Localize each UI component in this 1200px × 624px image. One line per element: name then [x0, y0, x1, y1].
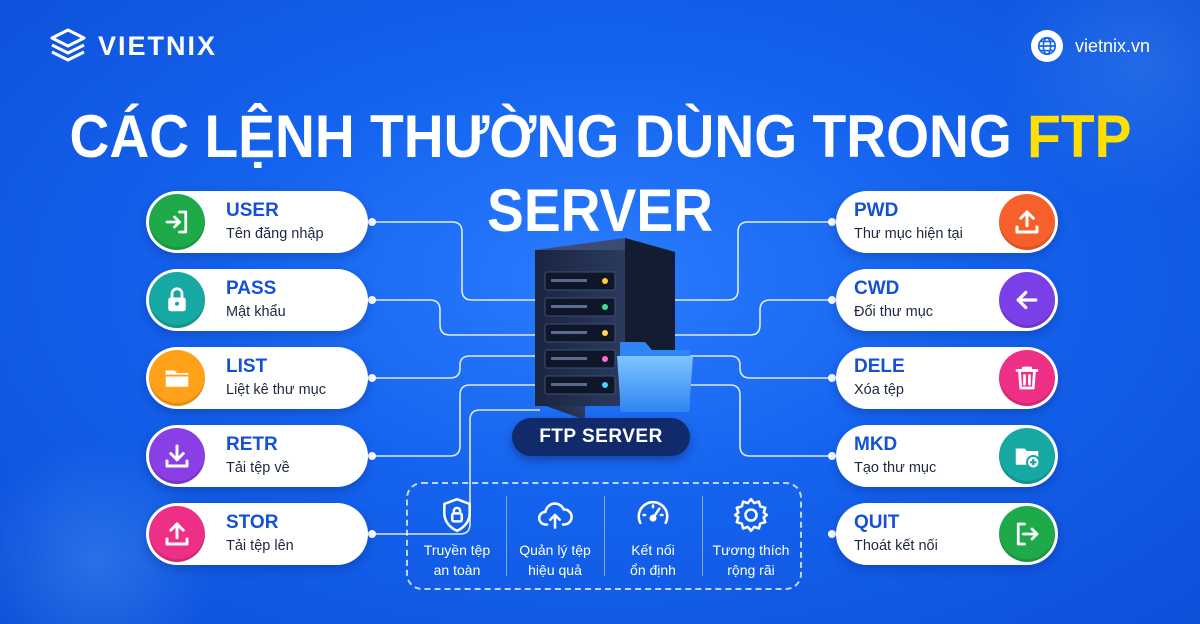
site-link[interactable]: vietnix.vn — [1030, 30, 1150, 62]
connector-dot — [828, 374, 836, 382]
server-rack-icon — [535, 238, 693, 420]
logout-icon — [999, 506, 1055, 562]
title-highlight: FTP — [1027, 103, 1131, 170]
command-name: PWD — [854, 200, 899, 221]
command-desc: Thư mục hiện tại — [854, 226, 963, 242]
command-name: QUIT — [854, 512, 900, 533]
title-suffix: SERVER — [486, 177, 714, 244]
trash-icon — [999, 350, 1055, 406]
upload-icon — [999, 194, 1055, 250]
arrow-left-icon — [999, 272, 1055, 328]
command-name: LIST — [226, 356, 268, 377]
feature-line: hiệu quả — [528, 562, 582, 578]
command-desc: Tên đăng nhập — [226, 226, 324, 242]
command-desc: Liệt kê thư mục — [226, 382, 326, 398]
command-card-list: LIST Liệt kê thư mục — [146, 347, 368, 409]
stack-layers-icon — [50, 28, 86, 62]
command-card-dele: DELE Xóa tệp — [836, 347, 1058, 409]
command-desc: Tải tệp về — [226, 460, 290, 476]
command-desc: Tạo thư mục — [854, 460, 937, 476]
connector-dot — [368, 296, 376, 304]
command-card-cwd: CWD Đổi thư mục — [836, 269, 1058, 331]
command-card-pass: PASS Mật khẩu — [146, 269, 368, 331]
connector-dot — [828, 218, 836, 226]
page-title: CÁC LỆNH THƯỜNG DÙNG TRONG FTP SERVER — [48, 100, 1152, 248]
command-desc: Tải tệp lên — [226, 538, 294, 554]
command-card-stor: STOR Tải tệp lên — [146, 503, 368, 565]
feature-line: ổn định — [630, 562, 676, 578]
connector-dot — [828, 530, 836, 538]
command-name: DELE — [854, 356, 905, 377]
feature-line: Truyền tệp — [423, 542, 491, 558]
title-prefix: CÁC LỆNH THƯỜNG DÙNG TRONG — [69, 103, 1012, 170]
cloud-upload-icon — [537, 502, 573, 529]
site-url: vietnix.vn — [1074, 35, 1150, 56]
connector-dot — [368, 530, 376, 538]
brand-logo: VIETNIX — [48, 26, 217, 66]
connector-dot — [368, 452, 376, 460]
feature-item: Quản lý tệp hiệu quả — [506, 484, 604, 588]
folder-plus-icon — [999, 428, 1055, 484]
command-card-user: USER Tên đăng nhập — [146, 191, 368, 253]
server-label: FTP SERVER — [512, 418, 690, 456]
command-desc: Thoát kết nối — [854, 538, 938, 554]
gear-icon — [733, 497, 769, 533]
speedometer-icon — [637, 500, 669, 525]
command-name: RETR — [226, 434, 278, 455]
command-card-pwd: PWD Thư mục hiện tại — [836, 191, 1058, 253]
feature-line: Kết nối — [631, 542, 675, 558]
command-name: MKD — [854, 434, 898, 455]
brand-name: VIETNIX — [98, 30, 218, 61]
login-icon — [149, 194, 205, 250]
features-box: Truyền tệp an toàn Quản lý tệp hiệu quả Kế… — [406, 482, 802, 590]
command-name: PASS — [226, 278, 277, 299]
connector-dot — [368, 218, 376, 226]
globe-icon — [1030, 30, 1063, 62]
feature-item: Kết nối ổn định — [604, 484, 702, 588]
feature-line: rộng rãi — [727, 562, 775, 578]
command-card-retr: RETR Tải tệp về — [146, 425, 368, 487]
connector-dot — [368, 374, 376, 382]
shield-lock-icon — [443, 497, 471, 533]
feature-item: Truyền tệp an toàn — [408, 484, 506, 588]
feature-line: an toàn — [433, 562, 481, 578]
command-desc: Xóa tệp — [854, 382, 904, 398]
command-card-mkd: MKD Tạo thư mục — [836, 425, 1058, 487]
command-name: CWD — [854, 278, 900, 299]
download-icon — [149, 428, 205, 484]
feature-line: Quản lý tệp — [519, 542, 591, 558]
command-desc: Đổi thư mục — [854, 304, 934, 320]
command-name: STOR — [226, 512, 279, 533]
command-card-quit: QUIT Thoát kết nối — [836, 503, 1058, 565]
connector-dot — [828, 296, 836, 304]
lock-icon — [149, 272, 205, 328]
command-desc: Mật khẩu — [226, 304, 286, 320]
folder-icon — [149, 350, 205, 406]
upload-icon — [149, 506, 205, 562]
connector-dot — [828, 452, 836, 460]
feature-line: Tương thích — [712, 542, 790, 558]
command-name: USER — [226, 200, 279, 221]
feature-item: Tương thích rộng rãi — [702, 484, 800, 588]
